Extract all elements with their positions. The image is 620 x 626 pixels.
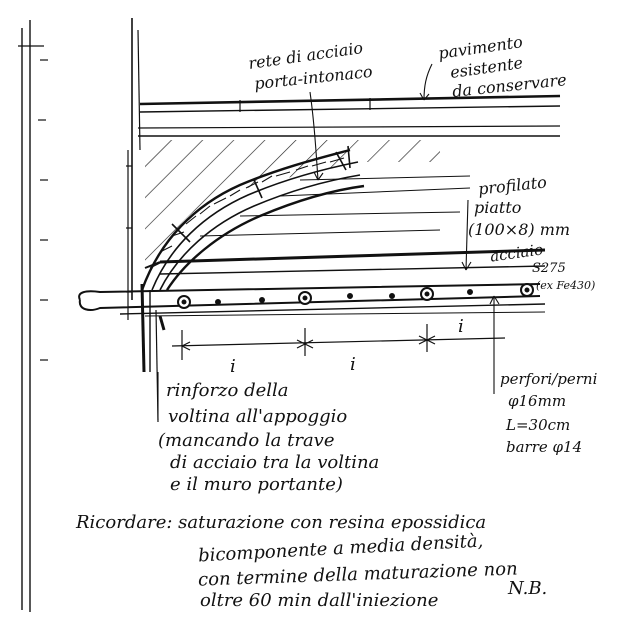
note-line4: oltre 60 min dall'iniezione — [200, 590, 439, 611]
reinforcement-bar — [78, 283, 546, 317]
wall-face — [126, 18, 141, 320]
support-strap — [140, 283, 166, 423]
label-profile-line3: (100×8) mm — [468, 220, 571, 239]
label-pins-line1: perfori/perni — [500, 370, 598, 388]
note-line1: Ricordare: saturazione con resina epossi… — [76, 512, 487, 533]
spacing-label-3: i — [458, 316, 464, 337]
label-profile-line6: (ex Fe430) — [536, 279, 596, 292]
note-signature: N.B. — [508, 578, 548, 599]
label-pins-line2: φ16mm — [508, 392, 567, 410]
ceiling-lines — [199, 175, 471, 237]
label-reinforcement-line3: (mancando la trave — [158, 430, 335, 451]
spacing-label-1: i — [230, 356, 236, 377]
existing-floor — [137, 94, 561, 137]
spacing-dimension — [171, 324, 506, 360]
label-pins-line4: barre φ14 — [506, 438, 583, 456]
label-reinforcement-line2: voltina all'appoggio — [168, 406, 348, 427]
label-profile-line5: S275 — [532, 261, 566, 276]
steel-flat-profile — [144, 248, 546, 275]
label-reinforcement-line5: e il muro portante) — [170, 474, 343, 495]
label-reinforcement-line1: rinforzo della — [166, 380, 289, 401]
pins — [177, 283, 534, 309]
leader-lines — [157, 63, 500, 420]
label-pins-line3: L=30cm — [506, 416, 571, 434]
label-profile-line2: piatto — [474, 198, 522, 217]
spacing-label-2: i — [350, 354, 356, 375]
label-reinforcement-line4: di acciaio tra la voltina — [170, 452, 380, 473]
load-bearing-wall — [18, 20, 48, 612]
